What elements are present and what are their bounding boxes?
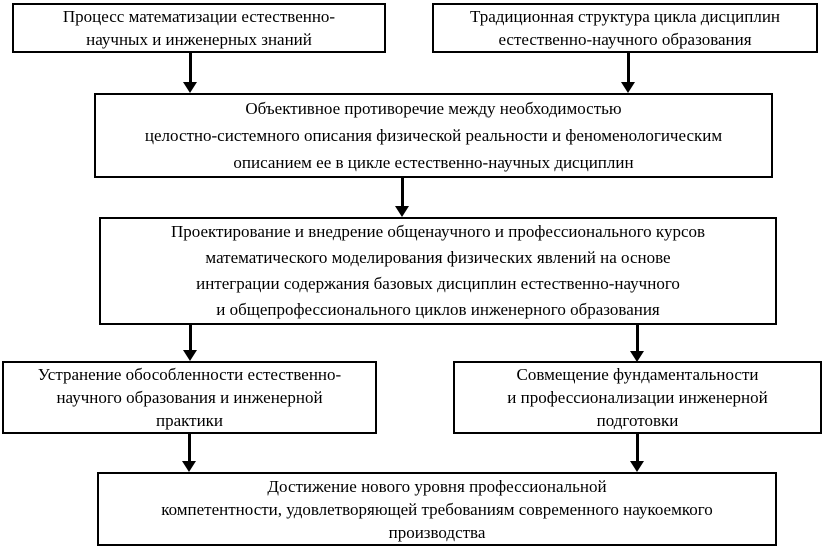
arrow-process-to-contradiction: [183, 53, 197, 93]
arrow-stem: [635, 325, 639, 351]
arrow-stem: [187, 434, 191, 461]
box-text-line: Проектирование и внедрение общенаучного …: [170, 222, 706, 241]
box-mathematization-process: Процесс математизации естественно- научн…: [12, 3, 386, 53]
box-fundamentality-professionalization: Совмещение фундаментальности и профессио…: [453, 361, 822, 434]
arrow-design-to-combination: [630, 325, 644, 362]
box-text-line: компетентности, удовлетворяющей требован…: [161, 499, 713, 519]
box-competence-achievement: Достижение нового уровня профессионально…: [97, 472, 777, 546]
arrow-elimination-to-achievement: [182, 434, 196, 472]
arrow-combination-to-achievement: [630, 434, 644, 472]
box-text-line: Достижение нового уровня профессионально…: [267, 476, 607, 496]
box-text-line: подготовки: [596, 411, 679, 430]
box-elimination-isolation: Устранение обособленности естественно- н…: [2, 361, 377, 434]
box-objective-contradiction: Объективное противоречие между необходим…: [94, 93, 773, 178]
box-text-line: естественно-научного образования: [498, 30, 752, 49]
box-text-line: Совмещение фундаментальности: [516, 365, 759, 384]
box-course-design: Проектирование и внедрение общенаучного …: [99, 217, 777, 325]
box-text-line: и профессионализации инженерной: [507, 388, 768, 407]
arrow-head-icon: [630, 351, 644, 362]
arrow-stem: [635, 434, 639, 461]
arrow-stem: [626, 53, 630, 82]
arrow-head-icon: [621, 82, 635, 93]
box-text-line: Традиционная структура цикла дисциплин: [469, 7, 781, 26]
arrow-contradiction-to-design: [395, 178, 409, 217]
box-text-line: производства: [388, 522, 486, 542]
box-text-line: научных и инженерных знаний: [86, 30, 312, 49]
box-text-line: Объективное противоречие между необходим…: [245, 99, 622, 118]
box-traditional-structure: Традиционная структура цикла дисциплин е…: [432, 3, 818, 53]
arrow-stem: [188, 325, 192, 350]
arrow-head-icon: [183, 350, 197, 361]
arrow-head-icon: [630, 461, 644, 472]
box-text-line: Процесс математизации естественно-: [62, 7, 336, 26]
box-text-line: интеграции содержания базовых дисциплин …: [196, 274, 680, 293]
arrow-head-icon: [395, 206, 409, 217]
arrow-head-icon: [183, 82, 197, 93]
arrow-stem: [188, 53, 192, 82]
box-text-line: и общепрофессионального циклов инженерно…: [216, 300, 660, 319]
box-text-line: Устранение обособленности естественно-: [37, 365, 342, 384]
box-text-line: практики: [155, 411, 224, 430]
box-text-line: научного образования и инженерной: [56, 388, 323, 407]
box-text-line: математического моделирования физических…: [205, 248, 671, 267]
arrow-stem: [400, 178, 404, 206]
arrow-head-icon: [182, 461, 196, 472]
box-text-line: целостно-системного описания физической …: [144, 126, 723, 145]
arrow-traditional-to-contradiction: [621, 53, 635, 93]
arrow-design-to-elimination: [183, 325, 197, 361]
box-text-line: описанием ее в цикле естественно-научных…: [233, 153, 634, 172]
